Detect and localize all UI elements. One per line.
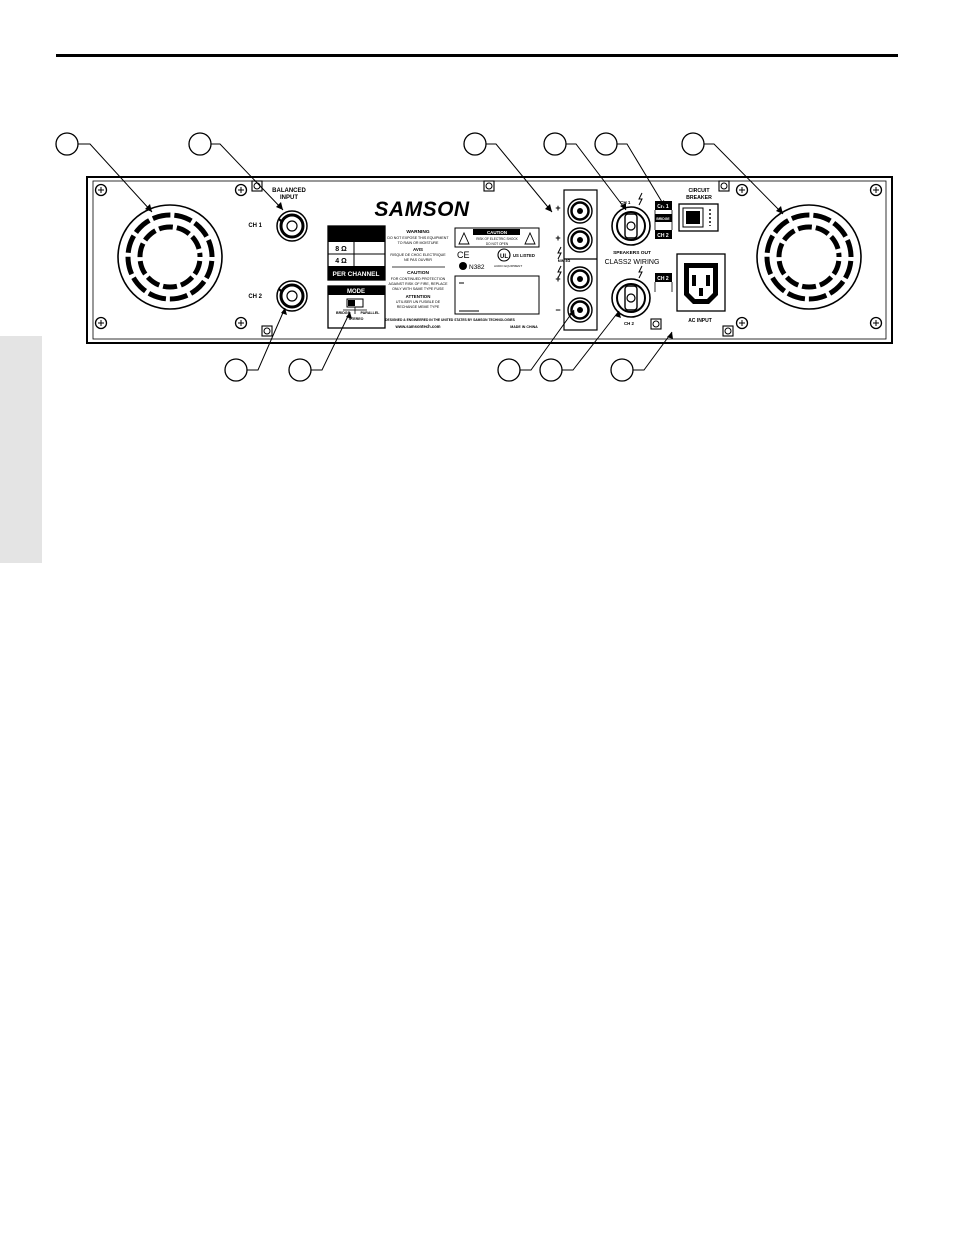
balanced-input-label-1: BALANCED — [272, 188, 306, 194]
caution-line-3: ONLY WITH SAME TYPE FUSE — [392, 287, 444, 291]
side-tab — [0, 336, 42, 563]
speakers-out-label: SPEAKERS OUT — [613, 250, 651, 256]
brand-logo: SAMSON — [374, 198, 470, 221]
lightning-icon — [638, 192, 643, 279]
minus-ch2: − — [555, 305, 560, 315]
mode-parallel-label: PARALLEL — [361, 311, 381, 315]
warning-line-2: TO RAIN OR MOISTURE — [398, 241, 439, 245]
shock-caution-title: CAUTION — [487, 230, 507, 235]
shock-caution-box: CAUTION RISK OF ELECTRIC SHOCK DO NOT OP… — [454, 227, 540, 248]
input-ch1-label: CH 1 — [248, 223, 262, 229]
callout-arrowheads — [145, 200, 783, 339]
speakon-ch2-label: CH 2 — [624, 321, 635, 326]
impedance-8: 8 Ω — [335, 246, 347, 253]
mode-switch[interactable] — [346, 298, 364, 308]
binding-post-ch1-plus[interactable] — [566, 197, 594, 225]
speakon-ch2[interactable] — [611, 278, 651, 318]
avis-line-1: RISQUE DE CHOC ELECTRIQUE — [390, 253, 446, 257]
input-ch2-label: CH 2 — [248, 294, 262, 300]
binding-post-ch1-minus[interactable] — [566, 226, 594, 254]
header-rule — [56, 54, 898, 57]
n-mark-icon — [459, 262, 467, 270]
ul-logo-icon: UL — [497, 248, 511, 262]
warning-line-1: DO NOT EXPOSE THIS EQUIPMENT — [387, 236, 449, 240]
shock-caution-line-1: RISK OF ELECTRIC SHOCK — [476, 237, 518, 241]
min-ohm-label: MIN 4Ω — [558, 259, 571, 263]
caution-line-1: FOR CONTINUED PROTECTION — [391, 277, 446, 281]
circuit-breaker-label-2: BREAKER — [686, 195, 712, 201]
ac-input-label: AC INPUT — [688, 318, 712, 324]
mode-label: MODE — [347, 289, 365, 295]
per-channel-label: PER CHANNEL — [333, 271, 380, 278]
ul-listed-label: US LISTED — [513, 253, 535, 258]
plus-ch1: + — [555, 203, 560, 213]
speakon-ch1-label: CH 1 — [620, 200, 631, 205]
circuit-breaker-label-1: CIRCUIT — [688, 188, 710, 194]
mode-switch-panel: MODE BRIDGE PARALLEL STEREO — [327, 285, 386, 329]
svg-text:UL: UL — [500, 254, 508, 260]
class2-label: CLASS2 WIRING — [605, 259, 660, 266]
attention-line-2: RECHANGE MEME TYPE — [397, 305, 440, 309]
ce-mark: CE — [457, 250, 470, 260]
impedance-table: 8 Ω 4 Ω PER CHANNEL — [327, 225, 386, 281]
serial-label-sticker — [454, 275, 540, 315]
caution-line-2: AGAINST RISK OF FIRE, REPLACE — [388, 282, 448, 286]
tag-ch2: CH 2 — [657, 233, 669, 239]
caution-title: CAUTION — [407, 270, 429, 276]
warning-title: WARNING — [406, 229, 429, 235]
speakon-ch1[interactable] — [611, 206, 651, 246]
lightning-icon — [557, 246, 562, 279]
callout-leaders — [78, 143, 784, 371]
n-code: N382 — [469, 264, 485, 271]
xlr-input-ch1[interactable] — [275, 209, 309, 243]
shock-caution-line-2: DO NOT OPEN — [486, 242, 509, 246]
tag-ch2-lower: CH 2 — [657, 276, 669, 282]
impedance-4: 4 Ω — [335, 258, 347, 265]
attention-title: ATTENTION — [406, 294, 431, 299]
website-label: www.samsontech.com — [395, 324, 441, 329]
tag-bridge: BRIDGE — [656, 217, 670, 221]
xlr-input-ch2[interactable] — [275, 279, 309, 313]
avis-title: AVIS — [413, 247, 423, 252]
tag-ch1: CH 1 — [657, 204, 669, 210]
designed-in-label: DESIGNED & ENGINEERED IN THE UNITED STAT… — [385, 318, 515, 322]
attention-line-1: UTILISER UN FUSIBLE DE — [396, 300, 441, 304]
plus-bridge: + — [555, 233, 560, 243]
mode-bridge-label: BRIDGE — [336, 311, 351, 315]
plus-ch2: + — [555, 274, 560, 284]
made-in-label: MADE IN CHINA — [510, 325, 538, 329]
ac-input-socket[interactable] — [676, 253, 726, 312]
balanced-input-label-2: INPUT — [280, 195, 298, 201]
avis-line-2: NE PAS OUVRIR — [404, 258, 432, 262]
binding-post-ch2-plus[interactable] — [566, 265, 594, 293]
circuit-breaker-switch[interactable] — [678, 203, 719, 232]
warning-text-block: WARNING DO NOT EXPOSE THIS EQUIPMENT TO … — [387, 229, 449, 309]
mode-stereo-label: STEREO — [349, 317, 364, 321]
ul-sub-label: AUDIO EQUIPMENT — [494, 264, 522, 268]
binding-post-ch2-minus[interactable] — [566, 296, 594, 324]
